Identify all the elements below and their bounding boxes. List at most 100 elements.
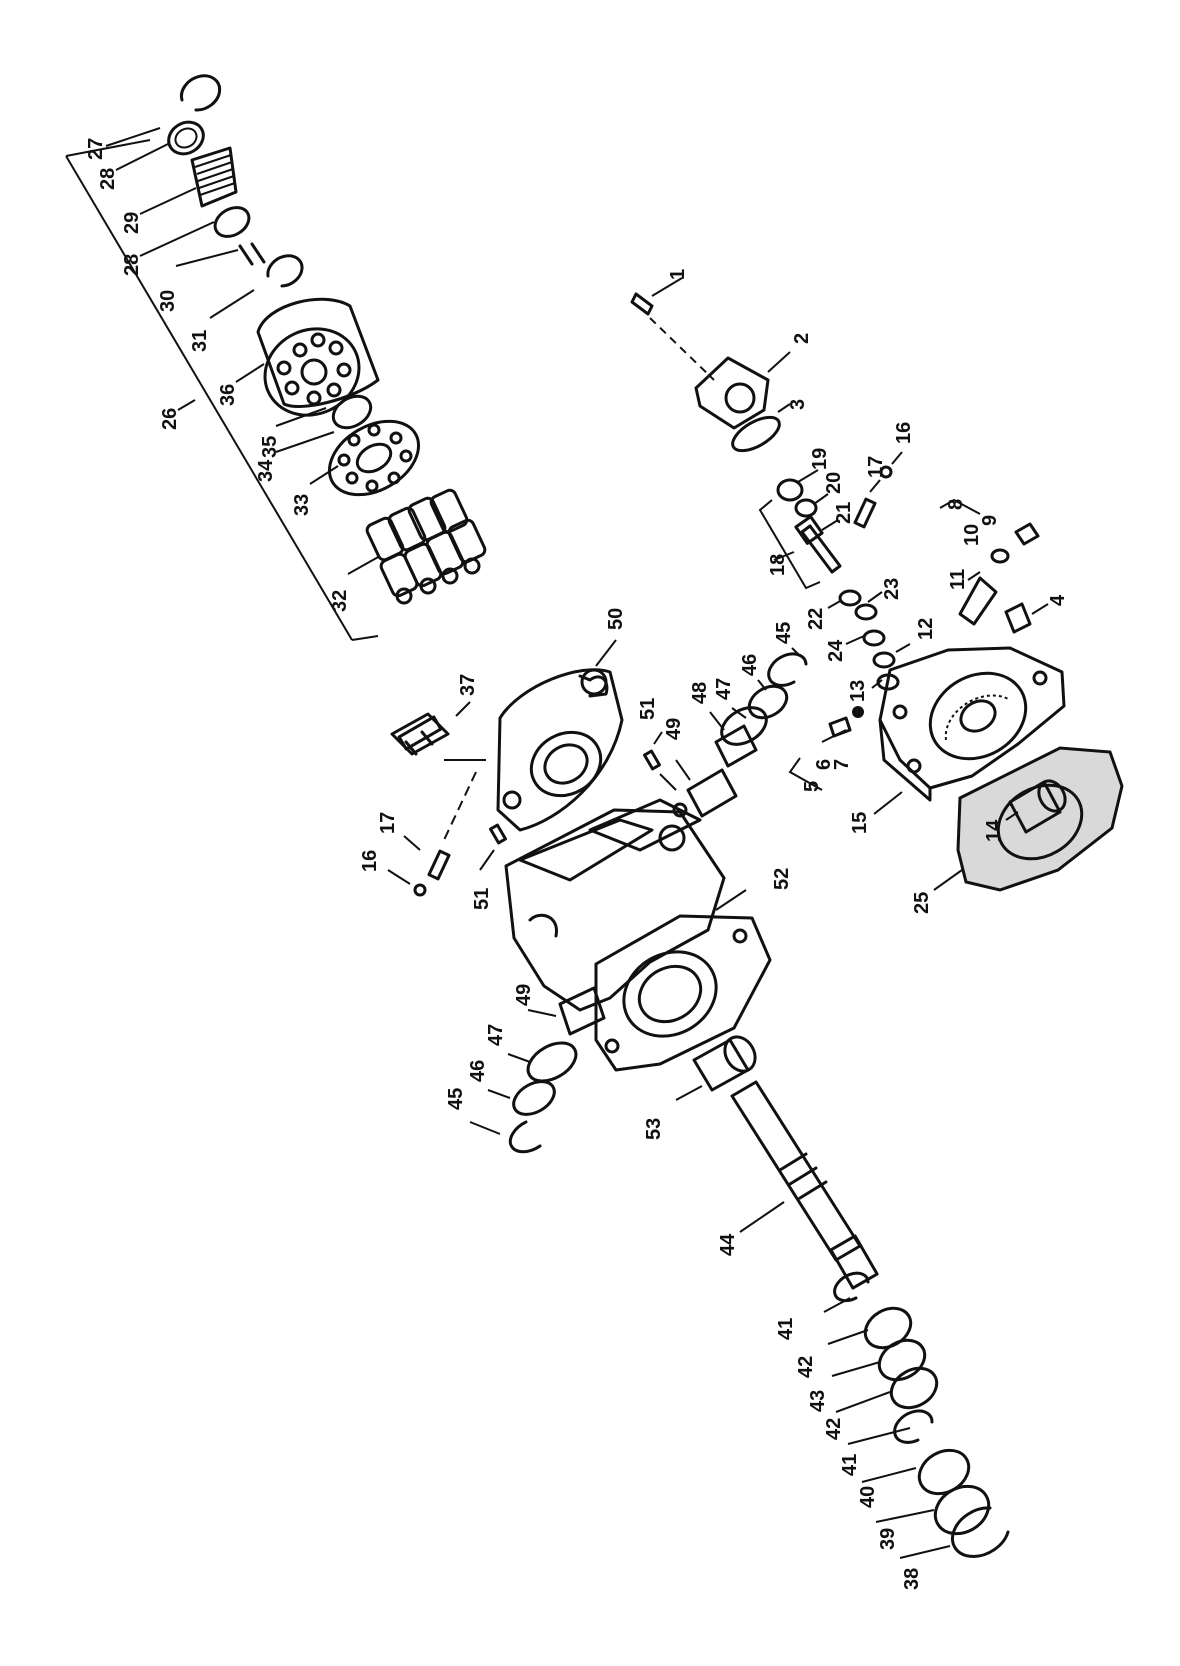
ball-16-right	[879, 465, 893, 479]
seal-12	[872, 651, 896, 669]
seal-19	[776, 478, 804, 502]
shaft-seal-stack	[823, 1271, 1010, 1559]
label-51-left: 51	[471, 888, 493, 910]
label-10: 10	[961, 524, 983, 546]
bearing-stack-left	[469, 986, 606, 1154]
end-cap-15	[878, 646, 1066, 802]
seal-43	[877, 1338, 927, 1382]
fitting-11	[958, 576, 998, 626]
bracket-26	[65, 139, 379, 641]
disc-46-right	[747, 684, 789, 720]
retaining-ring-27	[180, 74, 222, 112]
label-23: 23	[881, 578, 903, 600]
rotating-group-assembly	[65, 74, 487, 641]
bearing-48	[714, 724, 758, 768]
label-25: 25	[911, 892, 933, 914]
label-7: 7	[831, 759, 853, 770]
screw-6	[828, 716, 852, 738]
label-47-left: 47	[485, 1024, 507, 1046]
label-18: 18	[767, 554, 789, 576]
washer-28-top	[167, 120, 205, 156]
retainer-plate-33	[327, 419, 421, 497]
label-39: 39	[877, 1528, 899, 1550]
label-17-right: 17	[865, 456, 887, 478]
label-17-left: 17	[377, 812, 399, 834]
ring-31	[266, 254, 304, 288]
ball-guide-35	[331, 394, 373, 430]
label-15: 15	[849, 812, 871, 834]
ball-16-left	[413, 883, 427, 897]
yoke-assembly	[387, 639, 624, 897]
label-14: 14	[983, 819, 1005, 842]
label-9: 9	[979, 515, 1001, 526]
washer-42-lower	[889, 1366, 939, 1410]
pin-17-right	[853, 497, 877, 529]
label-35: 35	[259, 436, 281, 458]
label-26: 26	[159, 408, 181, 430]
label-42-top: 42	[795, 1356, 817, 1378]
label-43: 43	[807, 1390, 829, 1412]
label-50: 50	[605, 608, 627, 630]
label-44: 44	[717, 1233, 739, 1256]
control-components	[630, 277, 1124, 892]
part-number-labels: 1 2 3 4 5 6 7 8 9 10 11 12 13 14 15 16 1…	[85, 138, 1069, 1590]
retaining-ring-38	[951, 1506, 1010, 1558]
washer-40	[917, 1448, 971, 1496]
label-41-lower: 41	[839, 1454, 861, 1476]
label-34: 34	[255, 459, 277, 482]
o-ring-3	[731, 415, 781, 453]
label-16-left: 16	[359, 850, 381, 872]
label-3: 3	[787, 399, 809, 410]
drive-shaft-44	[730, 1080, 879, 1290]
bearing-stack-right	[479, 647, 808, 871]
label-52: 52	[771, 868, 793, 890]
ring-45-right	[767, 652, 808, 687]
washer-20	[794, 498, 818, 518]
cover-2	[694, 356, 770, 430]
washer-10	[990, 548, 1010, 564]
label-45-right: 45	[773, 622, 795, 644]
label-49-left: 49	[513, 984, 535, 1006]
label-13: 13	[847, 680, 869, 702]
gasket-25	[956, 746, 1124, 892]
label-42-lower: 42	[823, 1418, 845, 1440]
yoke-50	[496, 668, 624, 832]
seal-23	[854, 603, 878, 621]
label-28-top: 28	[97, 168, 119, 190]
label-6: 6	[813, 759, 835, 770]
label-32: 32	[329, 590, 351, 612]
bolt-1	[630, 292, 654, 316]
ball-7	[852, 706, 864, 718]
label-11: 11	[947, 569, 969, 590]
label-38: 38	[901, 1568, 923, 1590]
label-8: 8	[945, 499, 967, 510]
label-40: 40	[857, 1486, 879, 1508]
label-27: 27	[85, 138, 107, 160]
o-ring-47-left	[526, 1041, 578, 1083]
label-1: 1	[667, 269, 689, 280]
label-31: 31	[189, 330, 211, 352]
label-22: 22	[805, 608, 827, 630]
label-21: 21	[833, 502, 855, 524]
label-37: 37	[457, 674, 479, 696]
bearing-14	[1008, 779, 1067, 834]
bracket-8	[939, 498, 981, 515]
shaft-seal-39	[933, 1484, 991, 1536]
label-51-right: 51	[637, 698, 659, 720]
label-4: 4	[1047, 594, 1069, 606]
pump-housing-52	[504, 798, 772, 1072]
spool-21	[800, 524, 842, 574]
bracket-18	[758, 499, 821, 590]
bearing-53	[692, 1035, 757, 1092]
label-45-left: 45	[445, 1088, 467, 1110]
label-28-lower: 28	[121, 254, 143, 276]
o-ring-47-right	[720, 706, 768, 746]
label-36: 36	[217, 384, 239, 406]
label-33: 33	[291, 494, 313, 516]
label-20: 20	[823, 472, 845, 494]
label-30: 30	[157, 290, 179, 312]
label-29: 29	[121, 212, 143, 234]
label-49-right: 49	[663, 718, 685, 740]
label-53: 53	[643, 1118, 665, 1140]
